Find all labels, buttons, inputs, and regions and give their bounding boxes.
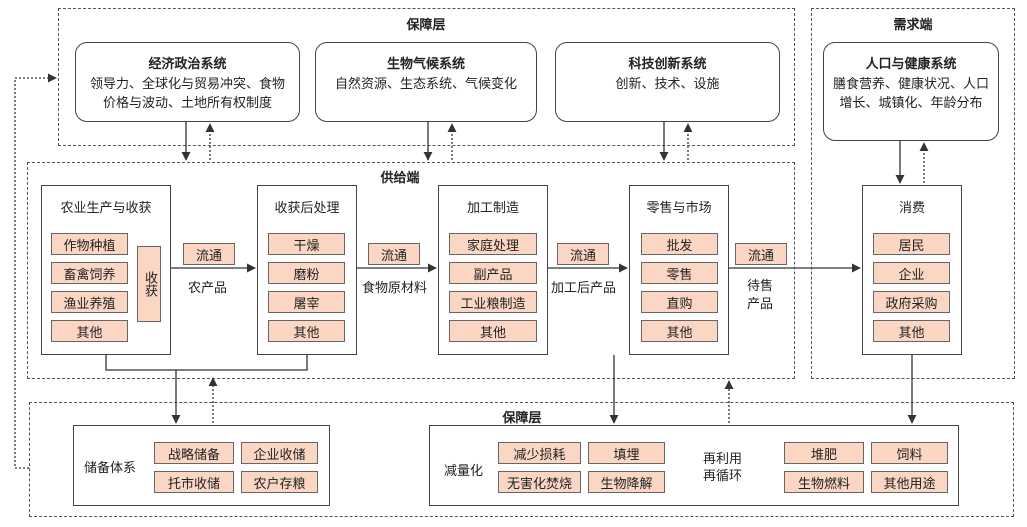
guarantee-layer-bottom [29, 402, 1014, 517]
system-desc: 自然资源、生态系统、气候变化 [334, 77, 517, 92]
stage-title: 收获后处理 [274, 201, 340, 216]
supply-side [27, 162, 795, 379]
stage-item: 畜禽饲养 [51, 262, 128, 284]
system-title: 科技创新系统 [628, 57, 707, 72]
reuse-item: 堆肥 [784, 442, 864, 464]
reserve-item: 农户存粮 [241, 471, 318, 493]
consumption-item: 政府采购 [873, 291, 950, 313]
flow-product-label: 食物原材料 [362, 281, 428, 296]
guarantee-layer-top [58, 8, 795, 146]
tech-innovation-system: 科技创新系统 创新、技术、设施 [555, 42, 780, 122]
flow-pill: 流通 [183, 243, 235, 265]
consumption-title: 消费 [898, 201, 925, 216]
flow-product-label: 待售产品 [746, 279, 773, 312]
stage-item: 屠宰 [268, 291, 345, 313]
stage-item: 干燥 [268, 233, 345, 255]
reserve-system-title: 储备体系 [84, 461, 137, 476]
system-desc: 膳食营养、健康状况、人口增长、城镇化、年龄分布 [832, 77, 989, 111]
guarantee-layer-top-title: 保障层 [406, 18, 446, 33]
reduce-item: 填埋 [588, 442, 665, 464]
reuse-item: 饲料 [871, 442, 948, 464]
stage-item: 副产品 [449, 262, 537, 284]
guarantee-layer-bottom-title: 保障层 [502, 411, 542, 426]
consumption-item: 居民 [873, 233, 950, 255]
reserve-item: 战略储备 [154, 442, 234, 464]
reserve-item: 企业收储 [241, 442, 318, 464]
reduce-item: 生物降解 [588, 471, 665, 493]
harvest-side-pill: 收获 [137, 246, 161, 322]
system-desc: 创新、技术、设施 [615, 77, 720, 92]
economic-political-system: 经济政治系统 领导力、全球化与贸易冲突、食物价格与波动、土地所有权制度 [75, 42, 300, 122]
system-title: 人口与健康系统 [865, 57, 957, 72]
stage-title: 零售与市场 [646, 201, 712, 216]
consumption-item: 企业 [873, 262, 950, 284]
left-feedback-loop [14, 73, 57, 469]
stage-item: 其他 [641, 320, 718, 342]
stage-item: 磨粉 [268, 262, 345, 284]
supply-side-title: 供给端 [380, 171, 420, 186]
stage-item: 零售 [641, 262, 718, 284]
reduce-item: 减少损耗 [498, 442, 581, 464]
reuse-item: 其他用途 [871, 471, 948, 493]
reuse-item: 生物燃料 [784, 471, 864, 493]
stage-title: 农业生产与收获 [60, 201, 152, 216]
reduce-item: 无害化焚烧 [498, 471, 581, 493]
consumption-item: 其他 [873, 320, 950, 342]
stage-item: 家庭处理 [449, 233, 537, 255]
reuse-label: 再利用 再循环 [703, 452, 743, 484]
demand-side [811, 8, 1015, 379]
stage-item: 直购 [641, 291, 718, 313]
system-desc: 领导力、全球化与贸易冲突、食物价格与波动、土地所有权制度 [89, 77, 285, 111]
stage-item: 其他 [449, 320, 537, 342]
stage-item: 作物种植 [51, 233, 128, 255]
population-health-system: 人口与健康系统 膳食营养、健康状况、人口增长、城镇化、年龄分布 [823, 42, 999, 141]
flow-pill: 流通 [557, 243, 609, 265]
flow-product-label: 加工后产品 [551, 281, 617, 296]
stage-item: 其他 [268, 320, 345, 342]
flow-pill: 流通 [368, 243, 420, 265]
stage-item: 工业粮制造 [449, 291, 537, 313]
system-title: 生物气候系统 [386, 57, 465, 72]
system-title: 经济政治系统 [148, 57, 227, 72]
stage-item: 批发 [641, 233, 718, 255]
stage-item: 其他 [51, 320, 128, 342]
stage-item: 渔业养殖 [51, 291, 128, 313]
reduce-label: 减量化 [444, 464, 484, 479]
flow-product-label: 农产品 [188, 281, 228, 296]
demand-side-title: 需求端 [893, 18, 933, 33]
stage-bracket [105, 355, 308, 371]
stage-title: 加工制造 [466, 201, 519, 216]
reserve-item: 托市收储 [154, 471, 234, 493]
flow-pill: 流通 [735, 243, 787, 265]
bio-climate-system: 生物气候系统 自然资源、生态系统、气候变化 [315, 42, 537, 122]
